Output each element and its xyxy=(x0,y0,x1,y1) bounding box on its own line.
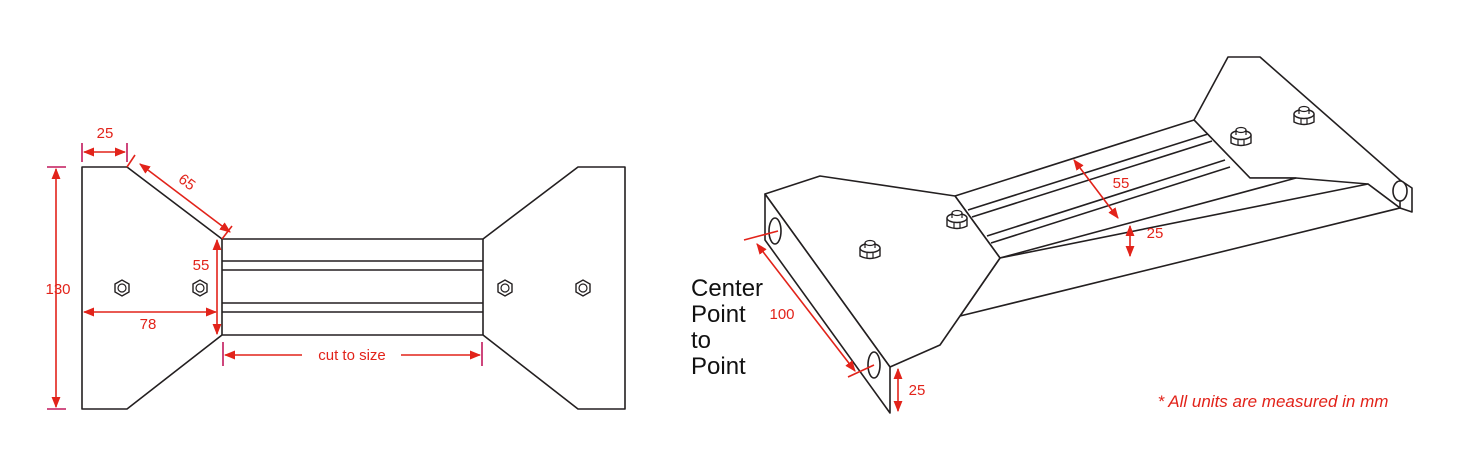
dim-slant-label: 65 xyxy=(175,171,199,195)
hex-nut-icon xyxy=(114,279,130,297)
extent-line xyxy=(847,364,875,378)
dim-flange-label: 25 xyxy=(909,382,926,399)
units-note: * All units are measured in mm xyxy=(1158,392,1389,411)
dimension-arrow xyxy=(756,243,856,372)
center-point-label: Point xyxy=(691,301,746,328)
flat-plan-view: 25 65 130 55 78 cut to size xyxy=(45,125,626,410)
extent-line xyxy=(743,230,779,241)
dim-top-width-label: 25 xyxy=(97,125,114,142)
dim-offset-label: 78 xyxy=(140,316,157,333)
dim-rail-label: 25 xyxy=(1147,225,1164,242)
dimension-arrow xyxy=(139,163,231,233)
mounting-hole-icon xyxy=(1392,180,1408,202)
isometric-view: 55 25 100 25 Center Point to Point xyxy=(691,56,1413,414)
dim-center-label: 55 xyxy=(193,257,210,274)
hex-nut-icon xyxy=(575,279,591,297)
dim-height-label: 130 xyxy=(45,281,70,298)
center-point-label: Point xyxy=(691,353,746,380)
dim-channel-label: 55 xyxy=(1113,175,1130,192)
center-point-label: Center xyxy=(691,275,763,302)
hex-nut-icon xyxy=(192,279,208,297)
extent-line xyxy=(126,154,136,168)
dim-hole-spacing-label: 100 xyxy=(769,306,794,323)
flat-bracket-outline xyxy=(81,166,626,410)
dimension-arrow xyxy=(1073,159,1119,219)
dim-length-label: cut to size xyxy=(318,347,386,364)
center-point-label: to xyxy=(691,327,711,354)
hex-nut-icon xyxy=(497,279,513,297)
